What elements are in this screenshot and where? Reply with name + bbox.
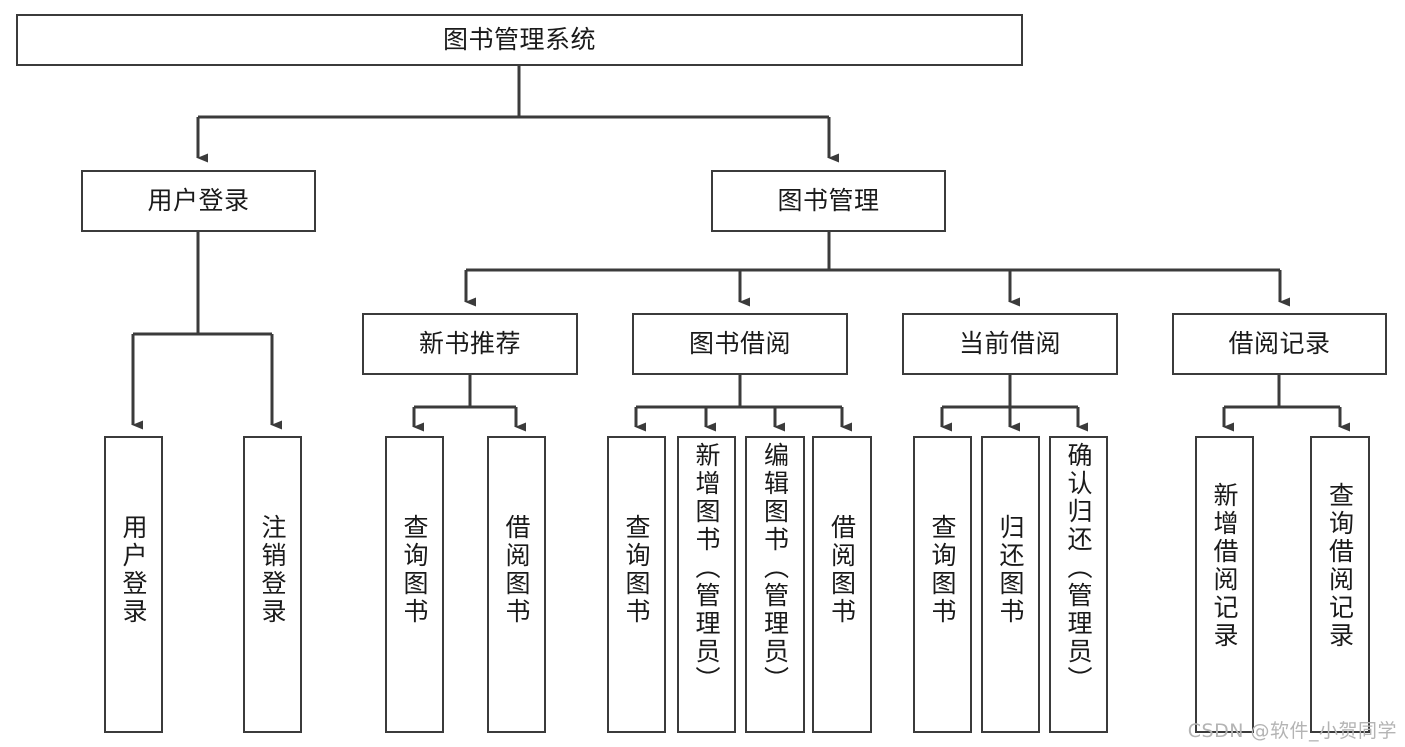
node-leaf-borrow-book-recommend-label: 借阅图书 xyxy=(502,514,531,626)
node-leaf-query-book-recommend-label: 查询图书 xyxy=(400,514,429,626)
node-leaf-add-borrow-record-label: 新增借阅记录 xyxy=(1210,482,1239,650)
node-borrow-record[interactable]: 借阅记录 xyxy=(1172,313,1387,375)
node-leaf-add-book-admin-label: 新增图书（管理员） xyxy=(692,442,721,694)
node-root[interactable]: 图书管理系统 xyxy=(16,14,1023,66)
node-leaf-edit-book-admin[interactable]: 编辑图书（管理员） xyxy=(745,436,805,733)
node-current-borrow[interactable]: 当前借阅 xyxy=(902,313,1118,375)
node-current-borrow-label: 当前借阅 xyxy=(958,329,1061,359)
node-leaf-return-book[interactable]: 归还图书 xyxy=(981,436,1040,733)
node-leaf-logout-label: 注销登录 xyxy=(258,514,287,626)
node-leaf-query-book-current[interactable]: 查询图书 xyxy=(913,436,972,733)
node-leaf-return-book-label: 归还图书 xyxy=(996,514,1025,626)
node-leaf-confirm-return-admin[interactable]: 确认归还（管理员） xyxy=(1049,436,1108,733)
node-leaf-user-login[interactable]: 用户登录 xyxy=(104,436,163,733)
node-user-login-label: 用户登录 xyxy=(147,186,250,216)
node-new-book-recommend[interactable]: 新书推荐 xyxy=(362,313,578,375)
node-leaf-query-book-borrow[interactable]: 查询图书 xyxy=(607,436,666,733)
node-leaf-borrow-book-recommend[interactable]: 借阅图书 xyxy=(487,436,546,733)
node-book-borrow[interactable]: 图书借阅 xyxy=(632,313,848,375)
node-leaf-query-borrow-record[interactable]: 查询借阅记录 xyxy=(1310,436,1370,733)
node-new-book-recommend-label: 新书推荐 xyxy=(418,329,521,359)
node-leaf-edit-book-admin-label: 编辑图书（管理员） xyxy=(760,442,790,694)
node-book-management[interactable]: 图书管理 xyxy=(711,170,946,232)
node-leaf-borrow-book-label: 借阅图书 xyxy=(827,514,857,626)
node-leaf-add-book-admin[interactable]: 新增图书（管理员） xyxy=(677,436,736,733)
node-leaf-query-borrow-record-label: 查询借阅记录 xyxy=(1325,482,1355,650)
node-book-management-label: 图书管理 xyxy=(777,186,880,216)
node-leaf-logout[interactable]: 注销登录 xyxy=(243,436,302,733)
node-leaf-add-borrow-record[interactable]: 新增借阅记录 xyxy=(1195,436,1254,733)
node-user-login[interactable]: 用户登录 xyxy=(81,170,316,232)
node-borrow-record-label: 借阅记录 xyxy=(1228,329,1331,359)
node-leaf-user-login-label: 用户登录 xyxy=(119,514,148,626)
node-leaf-query-book-borrow-label: 查询图书 xyxy=(622,514,651,626)
node-book-borrow-label: 图书借阅 xyxy=(688,329,791,359)
node-leaf-query-book-current-label: 查询图书 xyxy=(928,514,957,626)
node-leaf-confirm-return-admin-label: 确认归还（管理员） xyxy=(1064,442,1093,694)
node-leaf-borrow-book[interactable]: 借阅图书 xyxy=(812,436,872,733)
node-leaf-query-book-recommend[interactable]: 查询图书 xyxy=(385,436,444,733)
node-root-label: 图书管理系统 xyxy=(442,25,596,55)
